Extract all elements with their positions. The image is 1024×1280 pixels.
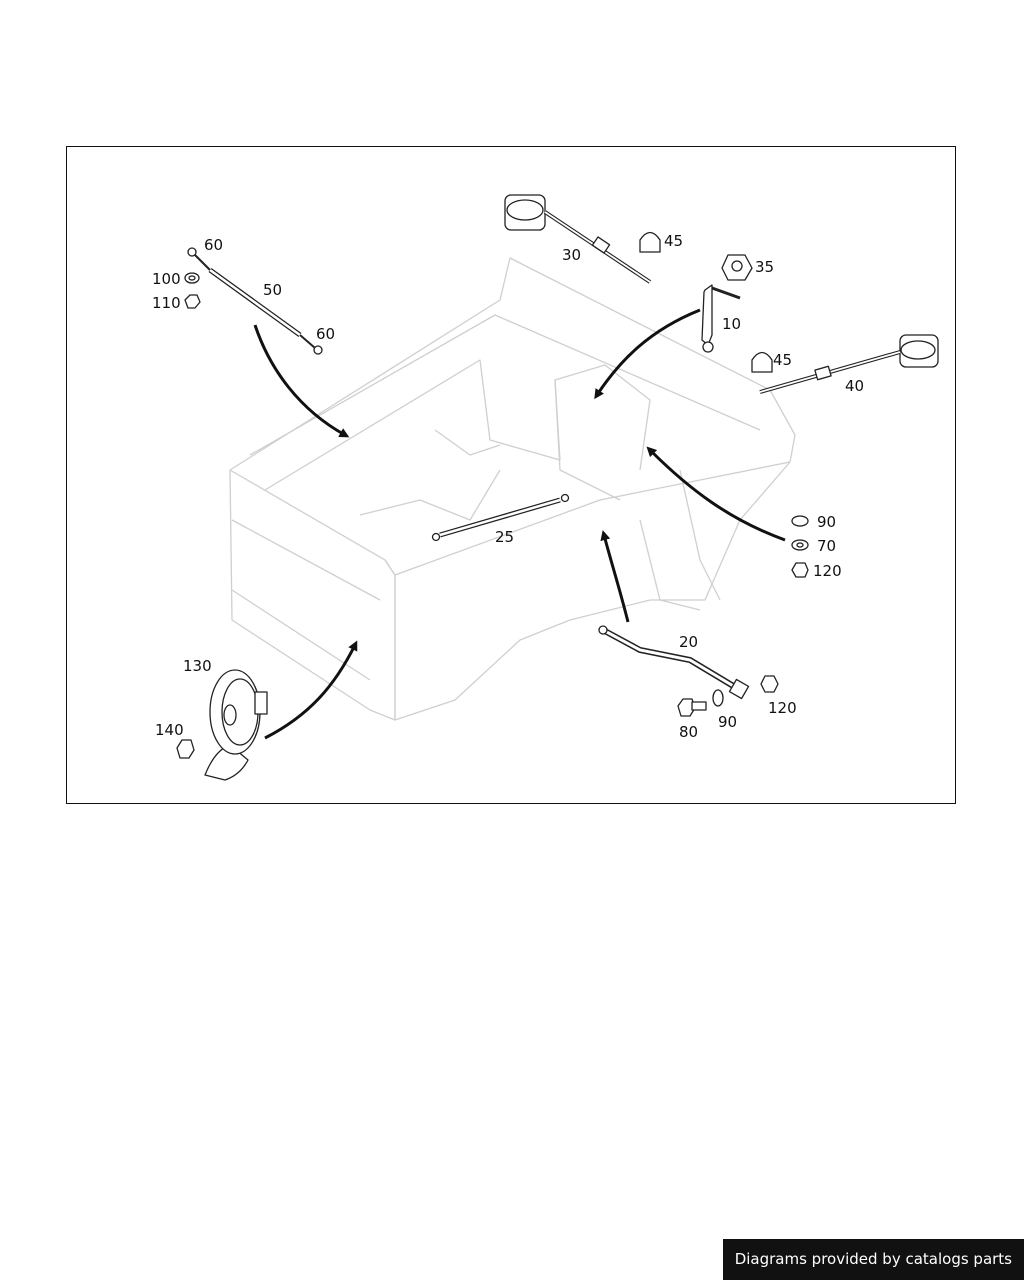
callout-40: 40 — [845, 377, 864, 395]
callout-45b: 45 — [773, 351, 792, 369]
cable-25 — [431, 493, 570, 542]
callout-140: 140 — [155, 721, 184, 739]
callout-120b: 120 — [768, 699, 797, 717]
horn-130 — [204, 669, 268, 781]
terminal-clamp-40 — [759, 334, 939, 394]
terminal-clamp-30 — [504, 194, 652, 284]
nut-120a — [791, 562, 809, 578]
callout-130: 130 — [183, 657, 212, 675]
washer-100 — [184, 272, 200, 284]
callout-60b: 60 — [316, 325, 335, 343]
credit-banner: Diagrams provided by catalogs parts — [722, 1239, 1024, 1280]
callout-110: 110 — [152, 294, 181, 312]
callout-90a: 90 — [817, 513, 836, 531]
cable-50 — [187, 247, 323, 355]
callout-80: 80 — [679, 723, 698, 741]
callout-35: 35 — [755, 258, 774, 276]
ground-strap-20 — [598, 625, 750, 700]
callout-60a: 60 — [204, 236, 223, 254]
nut-140 — [176, 739, 195, 759]
callout-25: 25 — [495, 528, 514, 546]
cap-nut-45a — [639, 231, 661, 253]
assembly-arrows — [253, 308, 786, 740]
washer-70 — [791, 539, 809, 551]
callout-70: 70 — [817, 537, 836, 555]
bracket-10 — [701, 284, 741, 353]
callout-20: 20 — [679, 633, 698, 651]
nut-35 — [721, 254, 753, 281]
callout-45a: 45 — [664, 232, 683, 250]
washer-90a — [791, 515, 809, 527]
callout-90b: 90 — [718, 713, 737, 731]
washer-90b — [712, 689, 724, 707]
callout-30: 30 — [562, 246, 581, 264]
nut-120b — [760, 675, 779, 693]
nut-110 — [184, 294, 201, 309]
body-outline — [229, 257, 796, 721]
callout-100: 100 — [152, 270, 181, 288]
callout-120a: 120 — [813, 562, 842, 580]
diagram-frame — [66, 146, 956, 804]
cap-nut-45b — [751, 351, 773, 373]
bolt-80 — [677, 698, 707, 717]
callout-50: 50 — [263, 281, 282, 299]
callout-10: 10 — [722, 315, 741, 333]
